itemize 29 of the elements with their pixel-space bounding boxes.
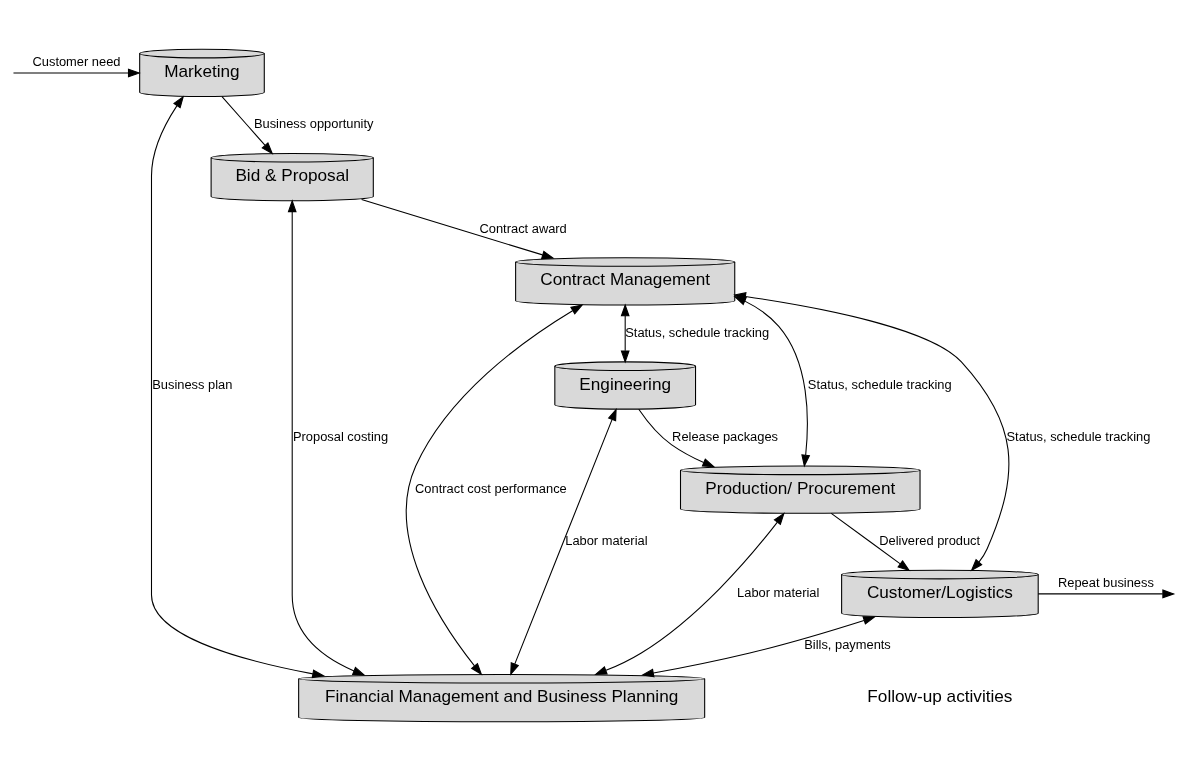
edge-label: Business plan	[152, 376, 233, 392]
arrow	[830, 512, 911, 571]
edge-label: Labor material	[737, 584, 820, 600]
arrow	[638, 408, 716, 467]
edge-label: Delivered product	[879, 532, 981, 548]
edge-label: Contract award	[479, 220, 567, 236]
edge-label: Labor material	[565, 532, 648, 548]
arrow	[221, 95, 274, 155]
arrow	[361, 198, 555, 259]
edge-label: Bills, payments	[804, 636, 891, 652]
edge-label: Proposal costing	[292, 428, 389, 444]
arrow	[12, 67, 141, 77]
edge-label: Release packages	[672, 428, 779, 444]
edge-label: Status, schedule tracking	[807, 376, 952, 392]
edge-label: Contract cost performance	[415, 480, 567, 496]
label: Follow-up activities	[867, 685, 1013, 706]
arrow	[594, 511, 785, 675]
arrow	[641, 615, 876, 677]
arrow	[287, 198, 366, 675]
arrow	[406, 303, 584, 676]
arrow	[620, 302, 630, 363]
edge-label: Business opportunity	[253, 115, 374, 131]
arrow	[1037, 588, 1176, 598]
edge-label: Status, schedule tracking	[625, 324, 770, 340]
arrow	[510, 407, 617, 676]
edge-label: Status, schedule tracking	[1006, 428, 1151, 444]
arrow	[150, 94, 326, 678]
edge-label: Customer need	[32, 53, 121, 69]
edge-label: Repeat business	[1057, 574, 1154, 590]
